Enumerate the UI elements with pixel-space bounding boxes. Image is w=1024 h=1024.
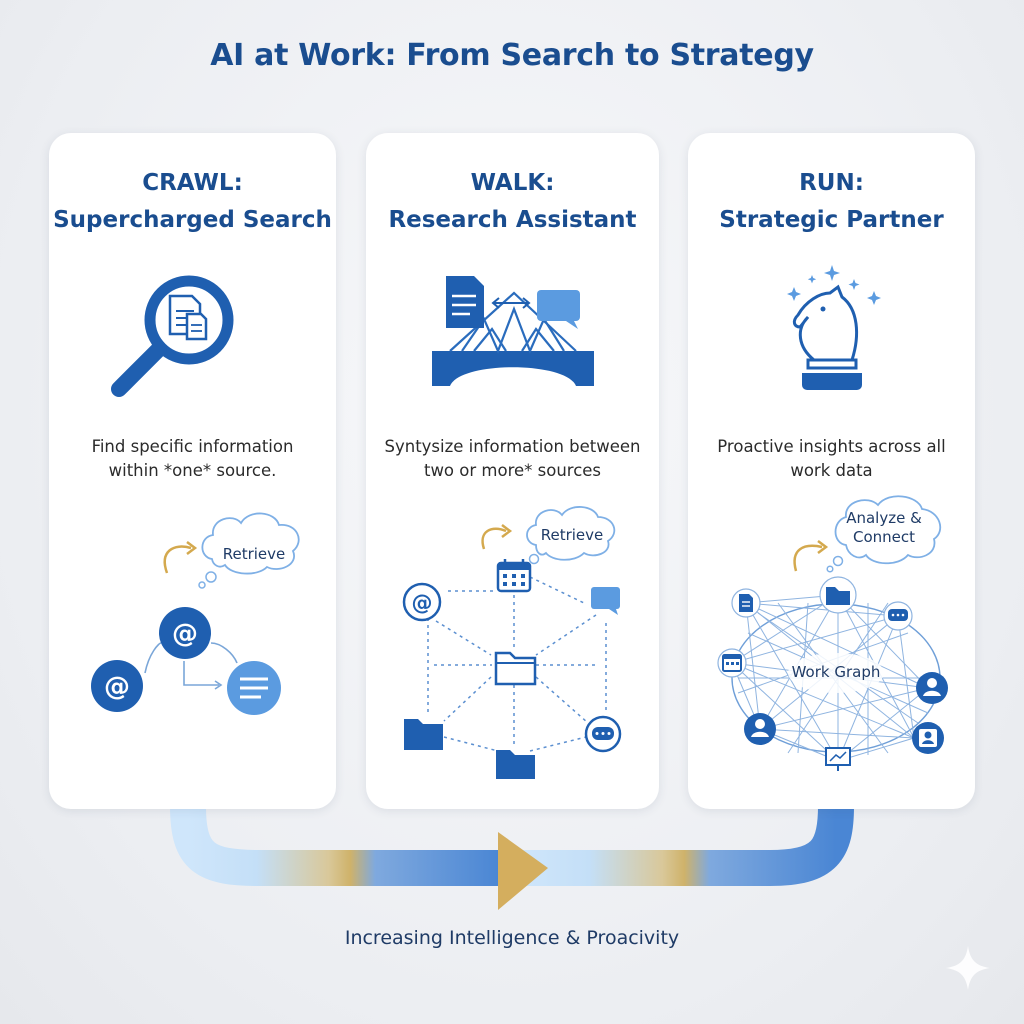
card-title: WALK: Research Assistant: [366, 165, 659, 239]
stage-label: RUN:: [799, 170, 864, 196]
person-icon: [916, 672, 948, 704]
chat-icon: [883, 601, 913, 631]
card-description: Syntysize information between two or mor…: [384, 437, 641, 480]
footer-caption: Increasing Intelligence & Proacivity: [344, 927, 680, 949]
sparkle-icon: [946, 946, 990, 990]
card-crawl: CRAWL: Supercharged Search: [49, 133, 336, 809]
document-icon: [731, 588, 761, 618]
svg-text:@: @: [412, 591, 433, 615]
retrieve-arrow-icon: [481, 524, 513, 550]
presentation-icon: [825, 747, 851, 771]
stage-label: WALK:: [470, 170, 555, 196]
document-icon: [446, 276, 484, 328]
thought-bubble: [198, 512, 300, 589]
card-title: CRAWL: Supercharged Search: [49, 165, 336, 239]
person-icon: [744, 713, 776, 745]
work-graph-label: Work Graph: [791, 663, 881, 681]
card-description: Find specific information within *one* s…: [91, 437, 294, 480]
folder-icon: [404, 719, 443, 750]
graph-center: [788, 653, 884, 693]
chat-icon: [584, 715, 622, 753]
svg-text:@: @: [104, 672, 130, 702]
analyze-arrow-icon: [793, 540, 829, 572]
bubble-label: Analyze & Connect: [846, 509, 922, 546]
chat-icon: [537, 290, 580, 329]
stage-label: CRAWL:: [142, 170, 243, 196]
card-run: RUN: Strategic Partner: [688, 133, 975, 809]
calendar-icon: [496, 559, 532, 593]
stage-name: Research Assistant: [388, 207, 637, 233]
magnifier-icon: [111, 275, 234, 397]
connector-lines: [427, 576, 607, 752]
folder-icon: [496, 750, 535, 779]
card-walk: WALK: Research Assistant: [366, 133, 659, 809]
bubble-label: Retrieve: [540, 526, 604, 544]
chat-icon: [591, 587, 620, 615]
link-arrow-icon: [491, 297, 531, 309]
sparkle-icon: [787, 265, 881, 305]
bubble-label: Retrieve: [222, 545, 286, 563]
thought-bubble: [522, 506, 616, 571]
stage-name: Strategic Partner: [719, 207, 944, 233]
at-icon: @: [159, 607, 211, 659]
stage-name: Supercharged Search: [53, 207, 332, 233]
calendar-icon: [717, 648, 747, 678]
document-icon: [168, 294, 208, 341]
connector-lines: [144, 642, 238, 690]
at-icon: @: [402, 582, 442, 622]
at-icon: @: [91, 660, 143, 712]
page-title: AI at Work: From Search to Strategy: [210, 38, 814, 73]
card-title: RUN: Strategic Partner: [688, 165, 975, 239]
folder-icon: [494, 651, 537, 686]
svg-text:@: @: [172, 619, 198, 649]
folder-icon: [819, 576, 857, 614]
thought-bubble: [826, 495, 942, 573]
retrieve-arrow-icon: [163, 541, 198, 574]
chat-icon: [227, 661, 281, 715]
person-icon: [912, 722, 944, 754]
card-description: Proactive insights across all work data: [717, 437, 946, 480]
chess-knight-icon: [792, 284, 862, 390]
